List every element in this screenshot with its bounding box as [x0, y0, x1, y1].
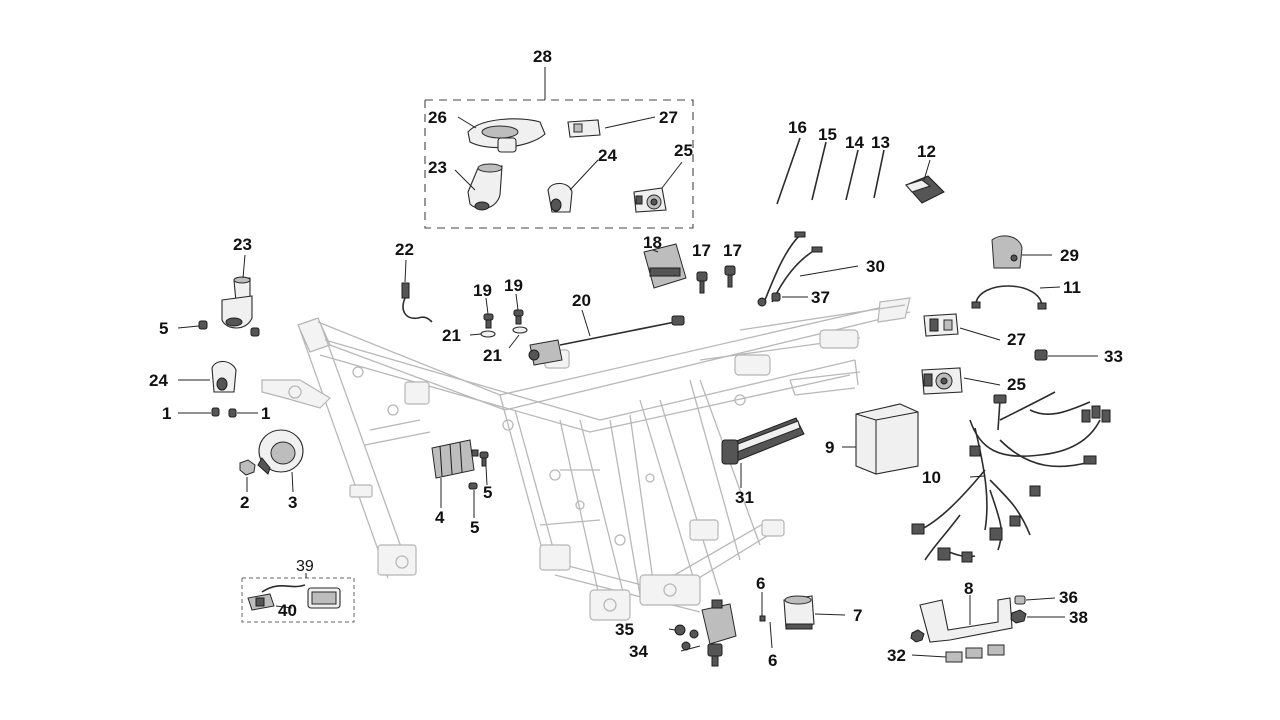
callout-39: 39 [296, 558, 314, 575]
callout-28: 28 [533, 47, 552, 66]
callout-23-b: 23 [233, 235, 252, 254]
callout-21-b: 21 [483, 346, 502, 365]
callout-11: 11 [1063, 278, 1081, 297]
callout-40: 40 [278, 601, 297, 620]
callout-30: 30 [866, 257, 885, 276]
callout-3: 3 [288, 493, 297, 512]
callout-19-b: 19 [504, 276, 523, 295]
motorcycle-frame [261, 297, 911, 621]
callout-7: 7 [853, 606, 862, 625]
callout-18: 18 [643, 233, 662, 252]
right-parts [759, 313, 1111, 663]
callout-27-b: 27 [1007, 330, 1026, 349]
callout-5-c: 5 [470, 518, 479, 537]
callout-16: 16 [788, 118, 807, 137]
callout-27: 27 [659, 108, 678, 127]
callout-19: 19 [473, 281, 492, 300]
callout-6-b: 6 [768, 651, 777, 670]
speed-sensor-group [241, 573, 355, 623]
callout-38: 38 [1069, 608, 1088, 627]
callout-12: 12 [917, 142, 936, 161]
callout-14: 14 [845, 133, 864, 152]
callout-5-b: 5 [483, 483, 492, 502]
callout-24: 24 [598, 146, 617, 165]
callout-15: 15 [818, 125, 837, 144]
callout-10: 10 [922, 468, 941, 487]
callout-17: 17 [692, 241, 711, 260]
callout-1-b: 1 [261, 404, 270, 423]
callout-2: 2 [240, 493, 249, 512]
callout-1: 1 [162, 404, 171, 423]
callout-23: 23 [428, 158, 447, 177]
callout-32: 32 [887, 646, 906, 665]
callout-4: 4 [435, 508, 445, 527]
callout-13: 13 [871, 133, 890, 152]
callout-17-b: 17 [723, 241, 742, 260]
callout-8: 8 [964, 579, 973, 598]
callout-34: 34 [629, 642, 648, 661]
callout-33: 33 [1104, 347, 1123, 366]
callout-25-b: 25 [1007, 375, 1026, 394]
fuse-and-relay-parts [643, 137, 1061, 310]
callout-9: 9 [825, 438, 834, 457]
ignition-lock-set-group [424, 67, 694, 229]
callout-37: 37 [811, 288, 830, 307]
callout-35: 35 [615, 620, 634, 639]
callout-25: 25 [674, 141, 693, 160]
callout-26: 26 [428, 108, 447, 127]
callout-21: 21 [442, 326, 461, 345]
callout-24-b: 24 [149, 371, 168, 390]
callout-29: 29 [1060, 246, 1079, 265]
callout-22: 22 [395, 240, 414, 259]
callout-36: 36 [1059, 588, 1078, 607]
left-parts [177, 254, 433, 493]
callout-31: 31 [735, 488, 754, 507]
callout-labels: 28 26 27 23 24 25 16 15 14 13 12 22 18 1… [149, 47, 1123, 670]
callout-20: 20 [572, 291, 591, 310]
starter-switch-assembly [668, 599, 737, 667]
callout-5: 5 [159, 319, 168, 338]
callout-6: 6 [756, 574, 765, 593]
center-parts [431, 293, 805, 518]
